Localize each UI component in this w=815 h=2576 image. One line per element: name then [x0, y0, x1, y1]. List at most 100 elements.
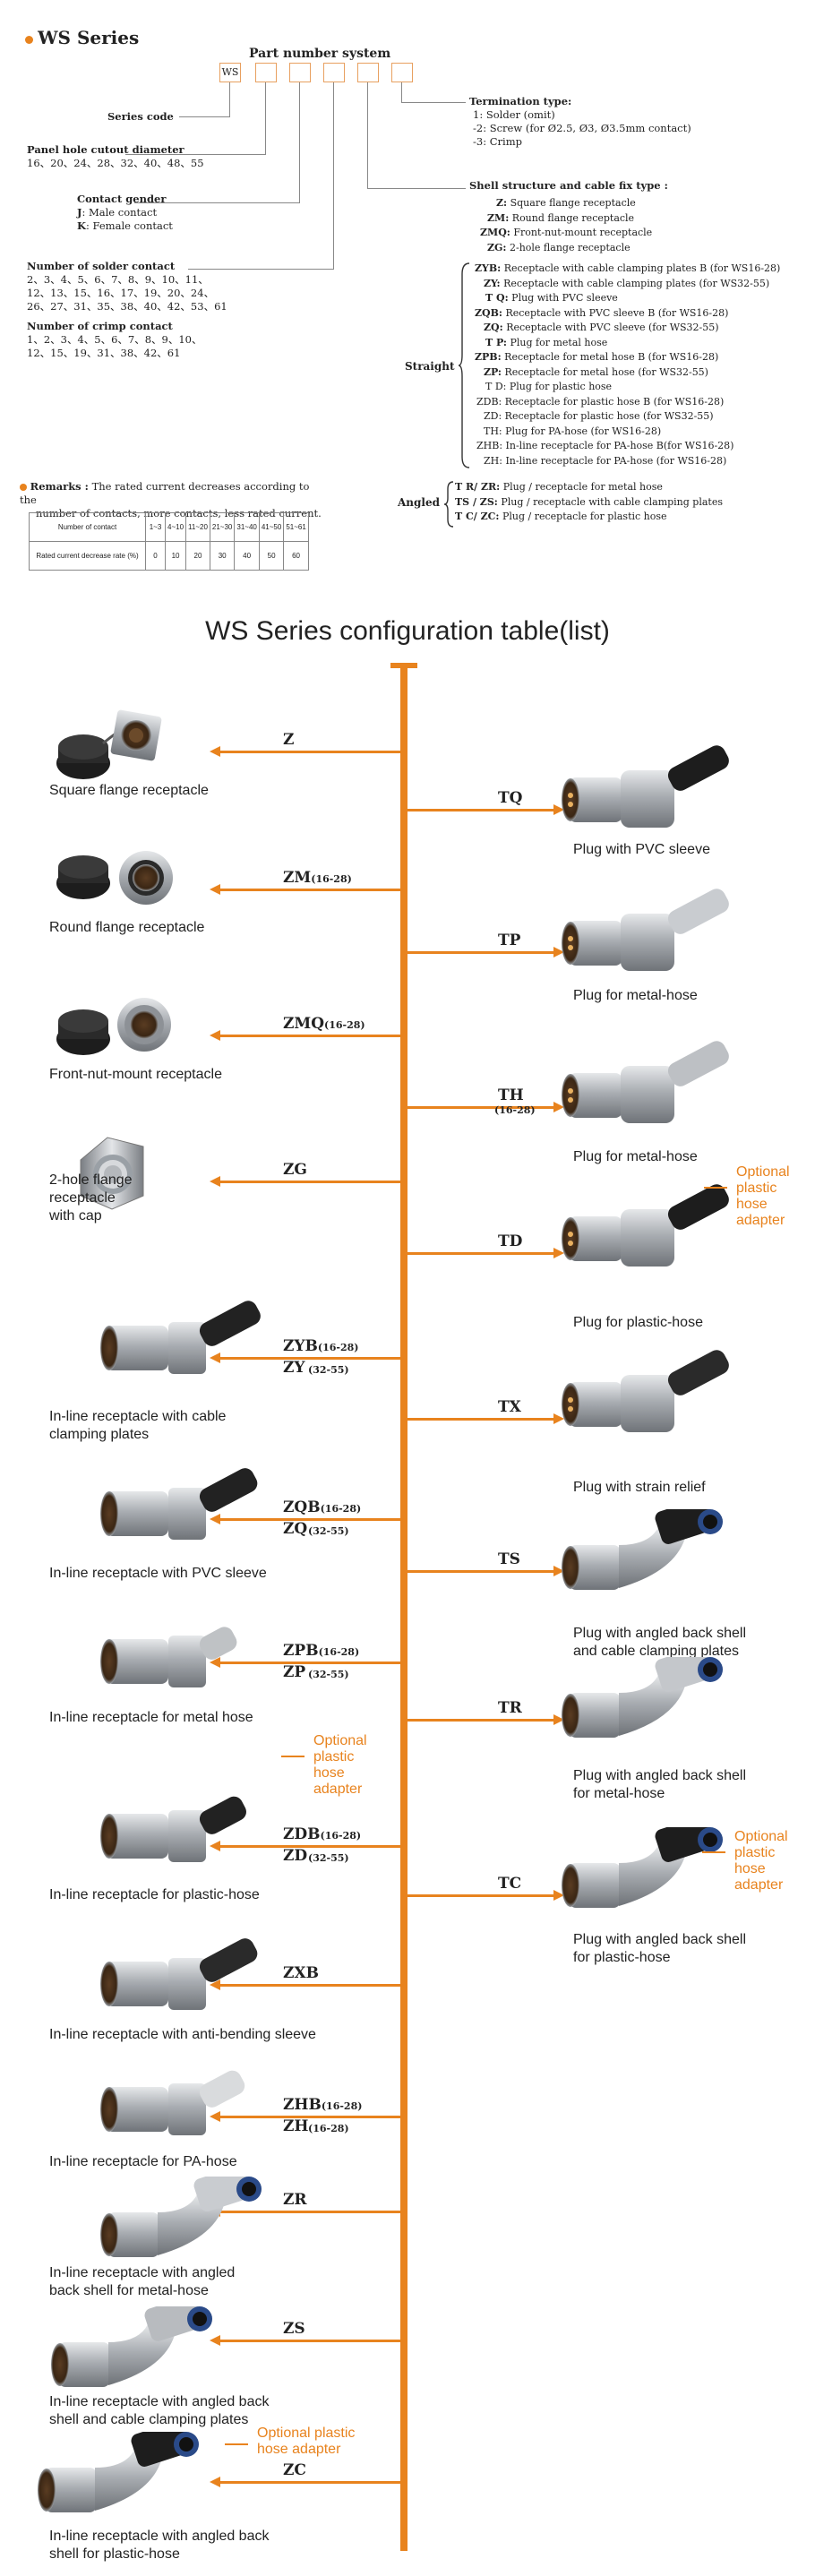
config-code: ZPB(16-28) — [283, 1642, 360, 1660]
line-shell-h — [367, 188, 466, 189]
callout-line — [704, 1187, 727, 1189]
config-spine — [400, 666, 408, 2551]
shell-code: TS / ZS: — [455, 495, 498, 508]
config-code-sub: (16-28) — [320, 1830, 362, 1842]
part-box-termination — [391, 63, 413, 82]
product-image — [560, 1182, 739, 1284]
solder-block: Number of solder contact 2、3、4、5、6、7、8、9… — [27, 260, 227, 313]
connector-line — [219, 2116, 402, 2118]
connector-line — [219, 1357, 402, 1360]
connector-line — [219, 1035, 402, 1037]
gender-j-text: : Male contact — [82, 206, 158, 219]
shell-text: Round flange receptacle — [511, 211, 635, 224]
config-title: WS Series configuration table(list) — [205, 616, 610, 646]
panel-title: Panel hole cutout diameter — [27, 143, 184, 156]
arrow-right-icon — [553, 1102, 564, 1112]
part-box-ws: WS — [219, 63, 241, 82]
config-code-alt: ZP — [283, 1663, 306, 1681]
shell-text: Receptacle with cable clamping plates (f… — [503, 277, 770, 289]
table-cell: 30 — [209, 541, 236, 571]
config-label: Plug with angled back shell for metal-ho… — [573, 1768, 747, 1801]
table-row: Number of contact 1~3 4~10 11~20 21~30 3… — [29, 512, 309, 542]
shell-title: Shell structure and cable fix type : — [469, 179, 668, 192]
shell-text: Plug / receptacle with cable clamping pl… — [501, 495, 723, 508]
shell-text: Receptacle for metal hose B (for WS16-28… — [504, 351, 719, 363]
line-term — [401, 82, 402, 102]
optional-adapter-note: Optional plastic hose adapter — [257, 2426, 356, 2457]
connector-line — [408, 1252, 555, 1255]
shell-code: ZYB: — [475, 262, 502, 274]
shell-code: ZP: — [484, 365, 502, 378]
connector-line — [219, 1984, 402, 1987]
config-code-sub: (16-28) — [311, 873, 352, 885]
shell-code: ZY: — [484, 277, 501, 289]
shell-code: T Q: — [485, 292, 509, 304]
product-image — [99, 1787, 278, 1880]
config-code: TQ — [498, 789, 523, 807]
config-spine-cap — [390, 663, 417, 668]
config-code: TX — [498, 1398, 521, 1416]
config-code: ZYB(16-28) — [283, 1337, 359, 1355]
shell-text: Plug for plastic hose — [509, 381, 613, 392]
straight-label: Straight — [405, 360, 455, 373]
connector-line — [408, 1106, 555, 1109]
arrow-left-icon — [210, 2477, 220, 2487]
connector-line — [408, 1894, 555, 1897]
arrow-left-icon — [210, 1030, 220, 1041]
arrow-left-icon — [210, 1176, 220, 1187]
shell-code: ZG: — [487, 241, 507, 253]
part-box-contacts — [323, 63, 345, 82]
table-header: Rated current decrease rate (%) — [29, 541, 146, 571]
config-code: TH — [498, 1086, 524, 1104]
config-label: Plug with PVC sleeve — [573, 842, 710, 857]
shell-text: In-line receptacle for PA-hose B(for WS1… — [505, 440, 734, 451]
callout-line — [281, 1756, 305, 1757]
table-cell: 20 — [185, 541, 210, 571]
config-code-sub: (16-28) — [317, 1342, 359, 1353]
line-panel — [265, 82, 266, 154]
shell-text: Plug / receptacle for plastic hose — [502, 511, 667, 522]
table-cell: 60 — [283, 541, 309, 571]
config-label: Plug for metal-hose — [573, 1149, 698, 1164]
product-image — [99, 1935, 278, 2028]
connector-line — [408, 1719, 555, 1722]
config-code-alt-sub: (32-55) — [308, 1525, 349, 1537]
panel-block: Panel hole cutout diameter 16、20、24、28、3… — [27, 143, 204, 170]
config-code: TP — [498, 932, 521, 949]
shell-straight-list: ZYB: Receptacle with cable clamping plat… — [473, 262, 780, 468]
connector-line — [219, 2340, 402, 2342]
table-cell: 4~10 — [164, 512, 187, 542]
table-cell: 10 — [164, 541, 187, 571]
shell-code: T D: — [485, 381, 507, 392]
table-header: Number of contact — [29, 512, 146, 542]
shell-text: In-line receptacle for PA-hose (for WS16… — [505, 454, 727, 467]
gender-j-code: J — [77, 206, 82, 219]
config-label: In-line receptacle with cable clamping p… — [49, 1409, 227, 1442]
shell-code: TH: — [484, 425, 502, 437]
gender-title: Contact gender — [77, 193, 167, 205]
solder-line1: 2、3、4、5、6、7、8、9、10、11、 — [27, 273, 209, 286]
arrow-right-icon — [553, 1890, 564, 1901]
config-code: ZXB — [283, 1964, 319, 1982]
config-code: Z — [283, 731, 295, 749]
config-code-alt-sub: (32-55) — [308, 1364, 349, 1376]
termination-block: Termination type: 1: Solder (omit) -2: S… — [469, 95, 691, 149]
part-box-panel — [255, 63, 277, 82]
connector-line — [408, 809, 555, 811]
product-image — [49, 708, 166, 792]
config-code: ZDB(16-28) — [283, 1825, 362, 1843]
line-gender — [299, 82, 300, 202]
panel-values: 16、20、24、28、32、40、48、55 — [27, 157, 204, 169]
shell-code: ZDB: — [476, 395, 502, 408]
bullet-dot-icon — [20, 484, 27, 491]
table-cell: 31~40 — [234, 512, 260, 542]
shell-code: ZHB: — [476, 440, 503, 451]
optional-adapter-note: Optional plastic hose adapter — [736, 1164, 790, 1228]
angled-label: Angled — [398, 496, 441, 509]
shell-code: ZM: — [487, 211, 510, 224]
shell-angled-list: T R/ ZR: Plug / receptacle for metal hos… — [455, 480, 723, 525]
shell-code: Z: — [496, 197, 508, 209]
connector-line — [219, 1662, 402, 1664]
connector-line — [219, 2211, 402, 2213]
config-label: Square flange receptacle — [49, 783, 209, 798]
